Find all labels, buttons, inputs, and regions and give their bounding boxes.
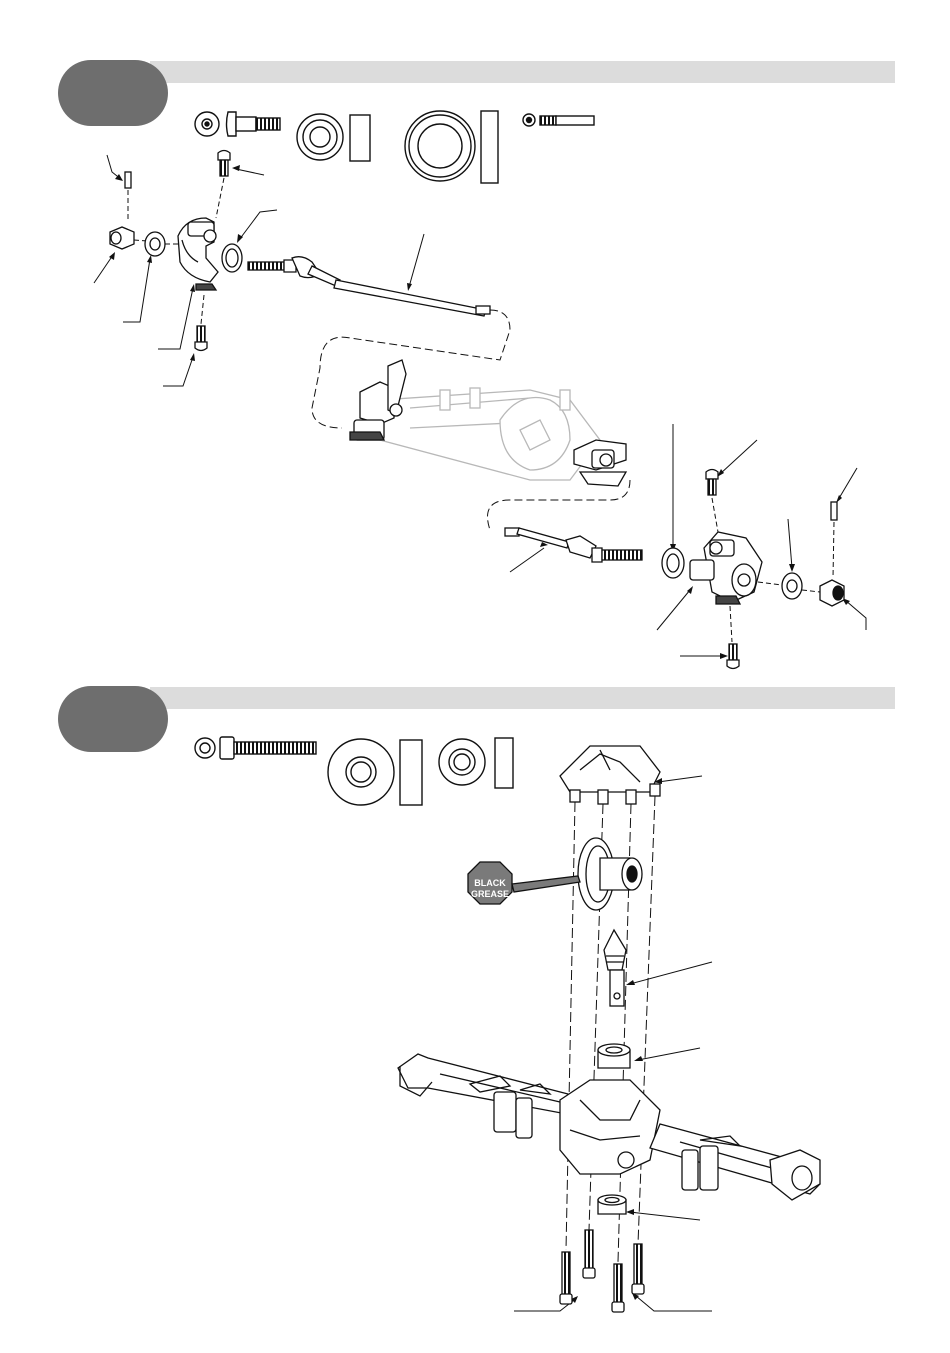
set-screw-icon (523, 114, 594, 126)
grease-line-1: BLACK (474, 878, 506, 888)
cap-screw-3-icon (612, 1264, 624, 1312)
grease-line-2: GREASE (471, 889, 509, 899)
right-steering-knuckle-icon (690, 532, 762, 604)
ring-gear-icon (578, 838, 642, 910)
washer-icon (195, 738, 215, 758)
right-kingpin-top-icon (706, 470, 718, 496)
pinion-bearing-top-icon (598, 1044, 630, 1068)
hex-nut-icon (110, 227, 134, 249)
small-bearing-icon (297, 114, 370, 161)
housing-knuckle-right-icon (574, 440, 626, 486)
right-seal-icon (662, 548, 684, 578)
cap-screw-2-icon (583, 1230, 595, 1278)
steering-knuckle-icon (178, 218, 218, 290)
step-1-parts-row (195, 111, 594, 183)
kingpin-screw-bottom-icon (195, 326, 207, 351)
medium-bearing-step2-icon (439, 738, 513, 788)
knuckle-bearing-icon (145, 232, 165, 256)
diff-cover-icon (560, 746, 660, 804)
cap-screw-1-icon (560, 1252, 572, 1304)
right-hex-nut-icon (820, 580, 844, 606)
step-2-assembly: BLACK GREASE (398, 746, 820, 1312)
step-1-left-assembly (94, 151, 510, 429)
large-bearing-icon (405, 111, 498, 183)
black-grease-badge: BLACK GREASE (468, 862, 580, 904)
pinion-bearing-bottom-icon (598, 1195, 626, 1214)
cap-screw-4-icon (632, 1244, 644, 1294)
shoulder-screw-icon (227, 112, 281, 136)
flange-bushing-icon (195, 112, 219, 136)
axle-housing-icon (398, 1054, 820, 1200)
right-kingpin-bottom-icon (727, 644, 739, 669)
large-bearing-step2-icon (328, 739, 422, 805)
step-1-axle-housing (380, 388, 600, 480)
knuckle-seal-icon (222, 244, 242, 272)
kingpin-screw-top-icon (218, 151, 230, 177)
cap-screw-icon (220, 737, 316, 759)
step-2-parts-row (195, 737, 513, 805)
right-knuckle-bearing-icon (782, 573, 802, 599)
left-cvd-axle-icon (248, 257, 490, 316)
right-cvd-axle-icon (505, 528, 642, 562)
pinion-gear-icon (604, 930, 626, 1006)
